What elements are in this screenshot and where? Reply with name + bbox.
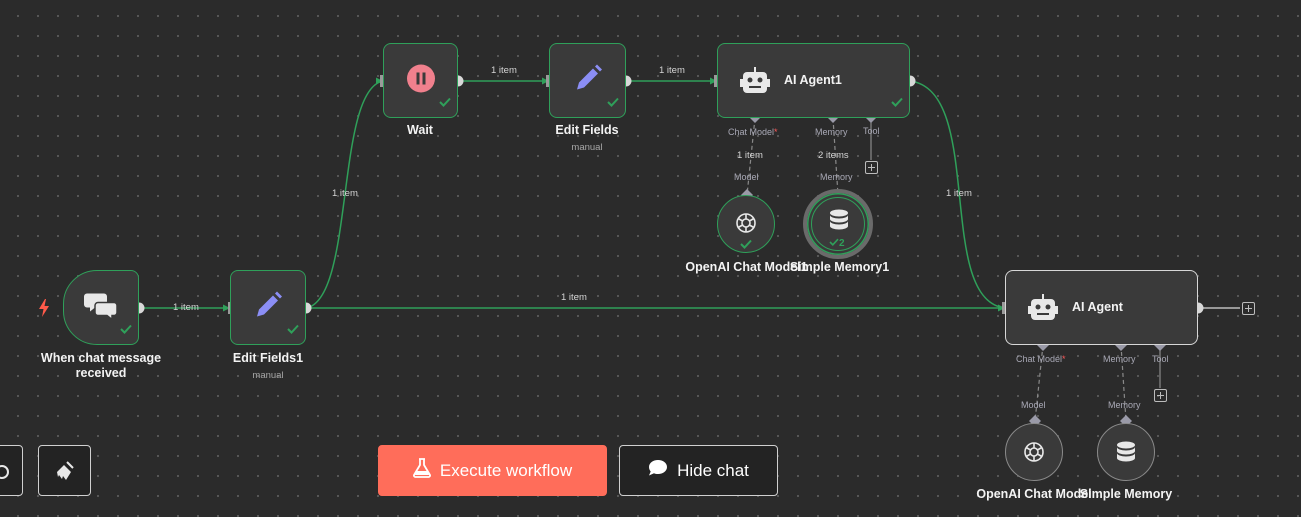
edge-label: 1 item (332, 188, 358, 199)
port-label-chat-model: Chat Model* (1016, 354, 1066, 364)
chat-bubbles-icon (84, 291, 118, 324)
node-openai-chat-model[interactable] (1005, 423, 1063, 481)
node-when-chat-message-received[interactable] (63, 270, 139, 345)
node-label: Edit Fields (555, 123, 619, 137)
port-label-tool: Tool (863, 126, 880, 136)
pencil-icon (253, 290, 283, 325)
success-check-icon (891, 94, 903, 112)
node-openai-chat-model1[interactable] (717, 195, 775, 253)
node-label: Simple Memory (1079, 487, 1173, 501)
zoom-reset-button[interactable] (0, 445, 23, 496)
node-title: AI Agent1 (784, 73, 842, 87)
node-label: Simple Memory1 (789, 260, 890, 274)
node-label: OpenAI Chat Model1 (685, 260, 808, 274)
port-label-tool: Tool (1152, 354, 1169, 364)
success-check-icon (740, 236, 752, 254)
edge-ai-agent1-to-ai-agent (909, 80, 1006, 309)
flask-icon (412, 458, 431, 483)
port-label-chat-model: Chat Model* (728, 127, 778, 137)
edge-label: 1 item (659, 65, 685, 76)
node-edit-fields1[interactable] (230, 270, 306, 345)
node-title: AI Agent (1072, 300, 1123, 314)
edge-model1-to-agent1 (746, 117, 756, 196)
node-subtitle: manual (252, 370, 284, 381)
database-icon (1116, 441, 1136, 468)
edge-edit-fields1-to-wait (305, 80, 384, 309)
node-ai-agent[interactable]: AI Agent (1005, 270, 1198, 345)
port-label-memory: Memory (1103, 354, 1136, 364)
port-label-memory: Memory (820, 172, 853, 182)
edge-model-to-agent (1034, 344, 1044, 422)
edge-label: 1 item (491, 65, 517, 76)
node-label: Edit Fields1 (232, 351, 304, 365)
node-subtitle: manual (571, 142, 603, 153)
node-label: Wait (407, 123, 433, 137)
success-check-icon (607, 94, 619, 112)
port-label-model: Model (1021, 400, 1046, 410)
edge-label: 1 item (946, 188, 972, 199)
robot-icon (1028, 294, 1058, 327)
pause-icon (406, 63, 436, 98)
success-check-icon (120, 321, 132, 339)
hide-chat-button[interactable]: Hide chat (619, 445, 778, 496)
execute-workflow-button[interactable]: Execute workflow (378, 445, 607, 496)
zoom-reset-icon (0, 464, 13, 485)
node-ai-agent1[interactable]: AI Agent1 (717, 43, 910, 118)
clear-execution-button[interactable] (38, 445, 91, 496)
edge-label: 1 item (561, 292, 587, 303)
node-simple-memory1[interactable]: 2 (803, 189, 873, 259)
port-label-memory: Memory (1108, 400, 1141, 410)
edge-label: 1 item (737, 150, 763, 161)
edge-memory-to-agent (1120, 344, 1127, 422)
edge-memory1-to-agent1 (832, 117, 839, 196)
lightning-bolt-icon (38, 299, 50, 322)
success-check-icon (287, 321, 299, 339)
openai-icon (734, 211, 758, 240)
add-tool-button[interactable] (1154, 389, 1167, 402)
run-count-badge: 2 (829, 238, 845, 249)
execute-workflow-label: Execute workflow (439, 460, 573, 480)
port-label-memory: Memory (815, 127, 848, 137)
edge-label: 1 item (173, 302, 199, 313)
hide-chat-label: Hide chat (677, 460, 749, 480)
node-label: OpenAI Chat Model (976, 487, 1092, 501)
port-label-model: Model (734, 172, 759, 182)
add-node-button[interactable] (1242, 302, 1255, 315)
robot-icon (740, 67, 770, 100)
edge-label: 2 items (818, 150, 849, 161)
node-simple-memory[interactable] (1097, 423, 1155, 481)
add-tool-button[interactable] (865, 161, 878, 174)
success-check-icon (439, 94, 451, 112)
node-wait[interactable] (383, 43, 458, 118)
pencil-icon (573, 63, 603, 98)
openai-icon (1022, 440, 1046, 469)
database-icon (829, 209, 849, 236)
broom-icon (54, 460, 76, 487)
chat-icon (648, 459, 668, 482)
node-edit-fields[interactable] (549, 43, 626, 118)
